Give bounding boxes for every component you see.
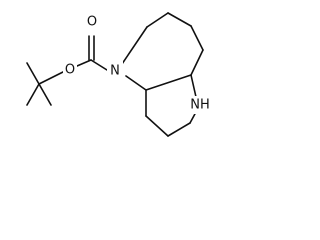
carbonyl-oxygen-label: O <box>87 15 97 30</box>
bond-upper-ring-c2-c3 <box>167 12 192 27</box>
bond-tbu-methyl-left <box>26 62 40 85</box>
bond-tbu-methyl-right <box>38 83 52 106</box>
bond-tbu-to-oxygen <box>38 71 64 85</box>
ester-oxygen-label: O <box>65 63 75 78</box>
bond-oxygen-to-carbonyl-carbon <box>76 59 92 67</box>
carbonyl-oxygen-label-background <box>85 14 99 30</box>
bond-upper-ring-c4-bridge <box>190 49 204 76</box>
chemical-structure-diagram: O O N NH <box>26 12 212 137</box>
bond-bridge <box>145 74 192 91</box>
amide-nitrogen-label: N <box>110 64 120 79</box>
bond-upper-ring-c1-c2 <box>146 12 169 28</box>
bond-lower-ring-c1-c2 <box>145 115 169 137</box>
structure-canvas: O O N NH <box>0 0 240 150</box>
bond-upper-ring-nitrogen-bridge <box>125 75 147 91</box>
bond-upper-ring-c3-c4 <box>190 25 204 51</box>
oxygen-label-background <box>63 62 77 78</box>
amine-nitrogen-label: NH <box>190 98 210 113</box>
bond-tbu-methyl-down <box>26 83 40 106</box>
bond-lower-ring-nh-bridge <box>190 74 197 98</box>
bond-lower-ring-c2-c3 <box>167 122 191 137</box>
bond-carbonyl-to-nitrogen <box>90 59 108 71</box>
amide-nitrogen-label-background <box>107 61 123 79</box>
amine-nitrogen-label-background <box>188 96 212 114</box>
bond-upper-ring-n-c1 <box>121 26 148 65</box>
